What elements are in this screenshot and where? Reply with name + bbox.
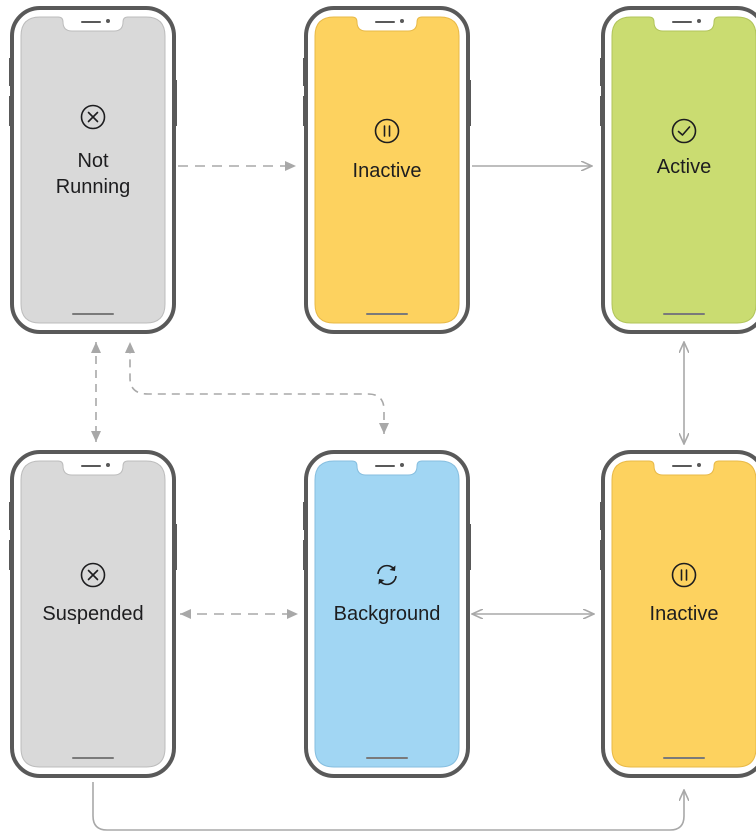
phone-inactive-top <box>303 6 471 334</box>
x-circle-icon <box>80 562 106 588</box>
label-not-running: Not Running <box>55 150 131 198</box>
pause-circle-icon <box>374 118 400 144</box>
phone-background <box>303 450 471 778</box>
label-active: Active <box>656 156 712 178</box>
pause-circle-icon <box>671 562 697 588</box>
screen-inactive-bottom <box>611 460 756 768</box>
phone-inactive-bottom <box>600 450 756 778</box>
check-circle-icon <box>671 118 697 144</box>
label-inactive-top: Inactive <box>352 160 422 182</box>
arrow-suspended-to-inactive <box>92 782 684 831</box>
screen-background <box>314 460 460 768</box>
label-suspended: Suspended <box>42 603 144 625</box>
label-background: Background <box>333 603 441 625</box>
refresh-icon <box>377 564 397 586</box>
screen-inactive-top <box>314 16 460 324</box>
label-inactive-bottom: Inactive <box>649 603 719 625</box>
x-circle-icon <box>80 104 106 130</box>
screen-not-running <box>20 16 166 324</box>
arrow-background-to-not-running <box>125 342 389 434</box>
phone-active <box>600 6 756 334</box>
screen-suspended <box>20 460 166 768</box>
screen-active <box>611 16 756 324</box>
phone-not-running <box>9 6 177 334</box>
phone-suspended <box>9 450 177 778</box>
